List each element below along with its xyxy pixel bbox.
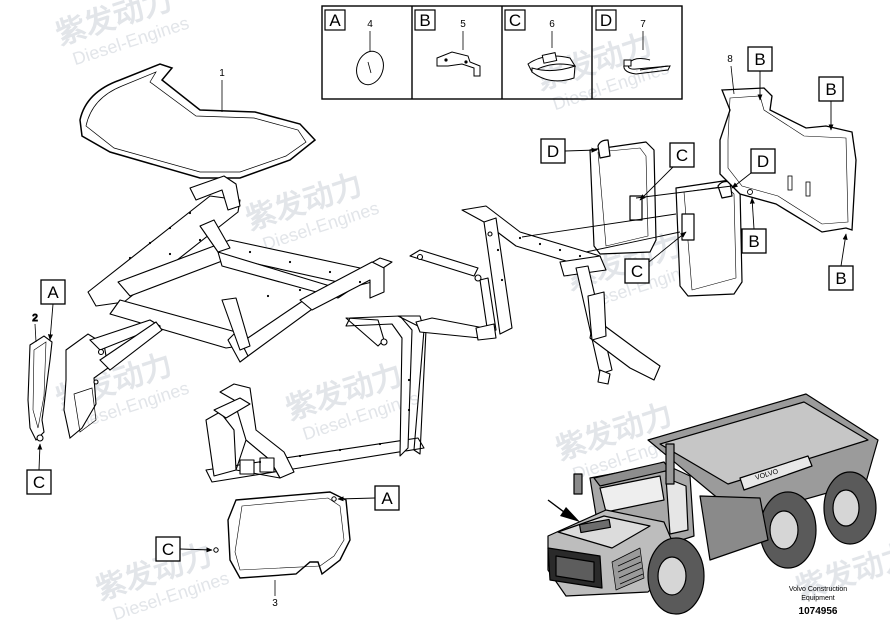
callout-b-right-bottom: B xyxy=(828,233,854,291)
front-frame xyxy=(87,175,393,363)
svg-text:A: A xyxy=(47,283,59,302)
legend-part-number: 6 xyxy=(549,19,555,30)
part-1-mat: 1 xyxy=(79,63,317,179)
callout-b-right-top: B xyxy=(818,76,844,131)
dump-truck-illustration: VOLVO xyxy=(547,393,879,615)
cab-frame xyxy=(205,315,427,483)
part-8-mat: 8 xyxy=(719,54,857,233)
callout-d-mid: D xyxy=(540,138,598,164)
footer: Volvo Construction Equipment 1074956 xyxy=(789,586,847,617)
callout-b-right-mid: B xyxy=(741,197,767,254)
callout-c-bottom: C xyxy=(155,536,213,562)
left-side-assembly: 2 xyxy=(27,312,163,442)
svg-text:D: D xyxy=(547,142,559,161)
legend-cell-a: A 4 xyxy=(324,9,384,86)
callout-c-mid-top: C xyxy=(639,142,695,201)
footer-company-line-2: Equipment xyxy=(801,595,835,602)
mudguards xyxy=(521,139,743,297)
legend-part-number: 4 xyxy=(367,19,373,30)
svg-text:A: A xyxy=(381,489,393,508)
callout-a-left: A xyxy=(40,279,66,341)
part-3-mat: 3 xyxy=(213,491,351,609)
legend-letter: C xyxy=(509,11,521,30)
callout-c-left: C xyxy=(26,443,52,495)
footer-company-line-1: Volvo Construction xyxy=(789,586,847,593)
callout-3: 3 xyxy=(272,598,278,609)
legend-part-number: 7 xyxy=(640,19,646,30)
callout-d-right: D xyxy=(731,148,776,189)
legend-part-number: 5 xyxy=(460,19,466,30)
svg-text:B: B xyxy=(835,269,846,288)
clamp-icon xyxy=(527,52,577,82)
callout-a-bottom: A xyxy=(337,485,400,511)
legend-cell-c: C 6 xyxy=(504,9,577,82)
bracket-icon xyxy=(436,51,481,77)
legend-letter: A xyxy=(329,11,341,30)
legend-cell-b: B 5 xyxy=(414,9,481,77)
cable-tie-icon xyxy=(623,58,671,75)
rear-frame xyxy=(409,205,661,385)
svg-text:C: C xyxy=(33,473,45,492)
legend-table xyxy=(321,5,683,100)
callout-8: 8 xyxy=(727,54,733,65)
svg-text:C: C xyxy=(676,146,688,165)
svg-text:C: C xyxy=(162,540,174,559)
grommet-icon xyxy=(356,50,384,86)
legend-letter: B xyxy=(419,11,430,30)
svg-text:B: B xyxy=(754,50,765,69)
legend-cell-d: D 7 xyxy=(595,9,671,75)
callout-1: 1 xyxy=(219,68,225,79)
callout-2: 2 xyxy=(32,313,38,324)
svg-text:B: B xyxy=(748,232,759,251)
callout-c-mid-bottom: C xyxy=(624,231,687,284)
svg-text:B: B xyxy=(825,80,836,99)
footer-reference-number: 1074956 xyxy=(799,606,838,617)
svg-text:D: D xyxy=(757,152,769,171)
callout-b-top: B xyxy=(747,46,773,101)
legend-letter: D xyxy=(600,11,612,30)
svg-text:C: C xyxy=(631,262,643,281)
